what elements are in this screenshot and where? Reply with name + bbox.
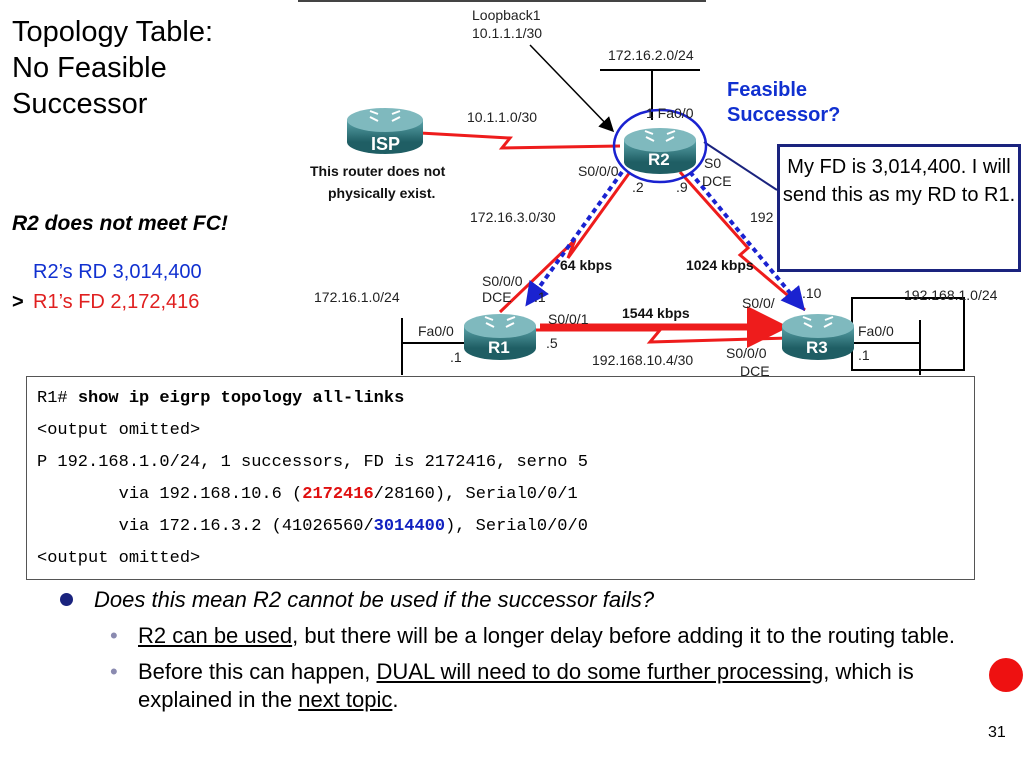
r2-highlight-circle [612,108,708,184]
cli-via1-fd: 2172416 [302,485,374,504]
r1-r2-net-label: 172.16.3.0/30 [470,209,556,225]
bullet-question: Does this mean R2 cannot be used if the … [60,586,960,614]
cli-command-line: R1# show ip eigrp topology all-links [37,383,964,415]
red-circle-icon [989,658,1023,692]
sub-bullet-2-underlined-1: DUAL will need to do some further proces… [376,659,824,684]
r1-r3-link [535,328,791,344]
cli-via2-post: ), Serial0/0/0 [445,517,588,536]
r3-s000-label: S0/0/0 [726,345,767,361]
r3-s00x-label: S0/0/ [742,295,775,311]
rd-arrow-r2-r3 [688,170,806,312]
r2-router-icon [624,128,696,174]
r1-dot1-top-label: .1 [534,289,546,305]
loopback-net-label: 10.1.1.1/30 [472,25,542,41]
bullet-list: Does this mean R2 cannot be used if the … [60,586,960,714]
bw-1544-label: 1544 kbps [622,305,690,321]
sub-bullet-1-underlined: R2 can be used [138,623,293,648]
r2-r3-net-label: 192 [750,209,774,225]
r2-s000-label: S0/0/0 [578,163,619,179]
r2-dot9-label: .9 [676,179,688,195]
bw-64-label: 64 kbps [560,257,612,273]
r3-fa-label: Fa0/0 [858,323,894,339]
r1-s001-label: S0/0/1 [548,311,589,327]
r1-fa-label: Fa0/0 [418,323,454,339]
bullet-question-text: Does this mean R2 cannot be used if the … [94,587,655,612]
page-number: 31 [988,724,1006,741]
r3-dce-label: DCE [740,363,770,379]
r2-s0-label: S0 [704,155,721,171]
sub-bullet-1-rest: , but there will be a longer delay befor… [292,623,955,648]
isp-label: ISP [371,134,400,154]
r2-fa-label: 1 Fa0/0 [646,105,694,121]
slide-title: Topology Table: No Feasible Successor [12,16,214,120]
bullet-dot-icon [60,593,73,606]
r2-label: R2 [648,150,670,169]
isp-net-label: 10.1.1.0/30 [467,109,537,125]
bw-1024-label: 1024 kbps [686,257,754,273]
cli-via1-post: /28160), Serial0/0/1 [373,485,578,504]
r2-lan-net-label: 172.16.2.0/24 [608,47,694,63]
cli-route-line: P 192.168.1.0/24, 1 successors, FD is 21… [37,453,588,472]
callout-text: My FD is 3,014,400. I will send this as … [782,156,1016,206]
topology-diagram: ISP R2 R1 R3 Loopback1 10.1.1.1/30 172.1… [298,0,998,379]
cli-prompt: R1# [37,389,78,408]
sub-bullet-2: • Before this can happen, DUAL will need… [60,658,960,714]
cli-via2-line: via 172.16.3.2 (41026560/3014400), Seria… [37,511,964,543]
isp-note-1: This router does not [310,163,446,179]
isp-router-icon [347,108,423,154]
r1-fd-line: R1’s FD 2,172,416 [33,291,200,313]
sub-bullet-dot-icon: • [110,623,118,648]
cli-command: show ip eigrp topology all-links [77,389,405,408]
fc-statement: R2 does not meet FC! [12,212,228,235]
r1-dce-label: DCE [482,289,512,305]
cli-omitted-2: <output omitted> [37,549,201,568]
cli-via1-pre: via 192.168.10.6 ( [37,485,303,504]
top-strip [298,0,706,2]
r1-dot5-label: .5 [546,335,558,351]
r2-dot2-label: .2 [632,179,644,195]
cli-via1-line: via 192.168.10.6 (2172416/28160), Serial… [37,479,964,511]
cli-via2-pre: via 172.16.3.2 (41026560/ [37,517,374,536]
feasible-successor-label: Feasible Successor? [727,79,841,126]
comparison-arrow: > [12,291,24,313]
sub-bullet-2-b: , which is explained in the [138,659,914,712]
cli-output: R1# show ip eigrp topology all-links <ou… [26,376,975,580]
r1-lan-net-label: 172.16.1.0/24 [314,289,400,305]
r2-dce-label: DCE [702,173,732,189]
r3-router-icon [782,314,854,360]
sub-bullet-dot-icon: • [110,659,118,684]
rd-arrow-r2-r1 [525,170,624,307]
sub-bullet-2-a: Before this can happen, [138,659,377,684]
r3-lan-net-label: 192.168.1.0/24 [904,287,998,303]
loopback-arrow [529,44,615,133]
sub-bullet-1: • R2 can be used, but there will be a lo… [60,622,960,650]
isp-r2-link [419,131,621,150]
loopback-label: Loopback1 [472,7,541,23]
sub-bullet-2-c: . [392,687,399,712]
r3-dot10-label: .10 [802,285,822,301]
r1-router-icon [464,314,536,360]
r2-callout: My FD is 3,014,400. I will send this as … [777,144,1021,272]
r1-label: R1 [488,338,510,357]
r3-dot1-label: .1 [858,347,870,363]
r1-dot1-label: .1 [450,349,462,365]
r1-s000-label: S0/0/0 [482,273,523,289]
sub-bullet-2-underlined-2: next topic [298,687,393,712]
r2-rd-line: R2’s RD 3,014,400 [33,261,202,283]
r2-r3-link [678,170,806,312]
r1-r2-link [498,171,632,314]
r3-label: R3 [806,338,828,357]
cli-via2-rd: 3014400 [373,517,446,536]
isp-note-2: physically exist. [328,185,435,201]
callout-pointer [703,141,778,191]
cli-omitted-1: <output omitted> [37,421,201,440]
r1-r3-net-label: 192.168.10.4/30 [592,352,693,368]
